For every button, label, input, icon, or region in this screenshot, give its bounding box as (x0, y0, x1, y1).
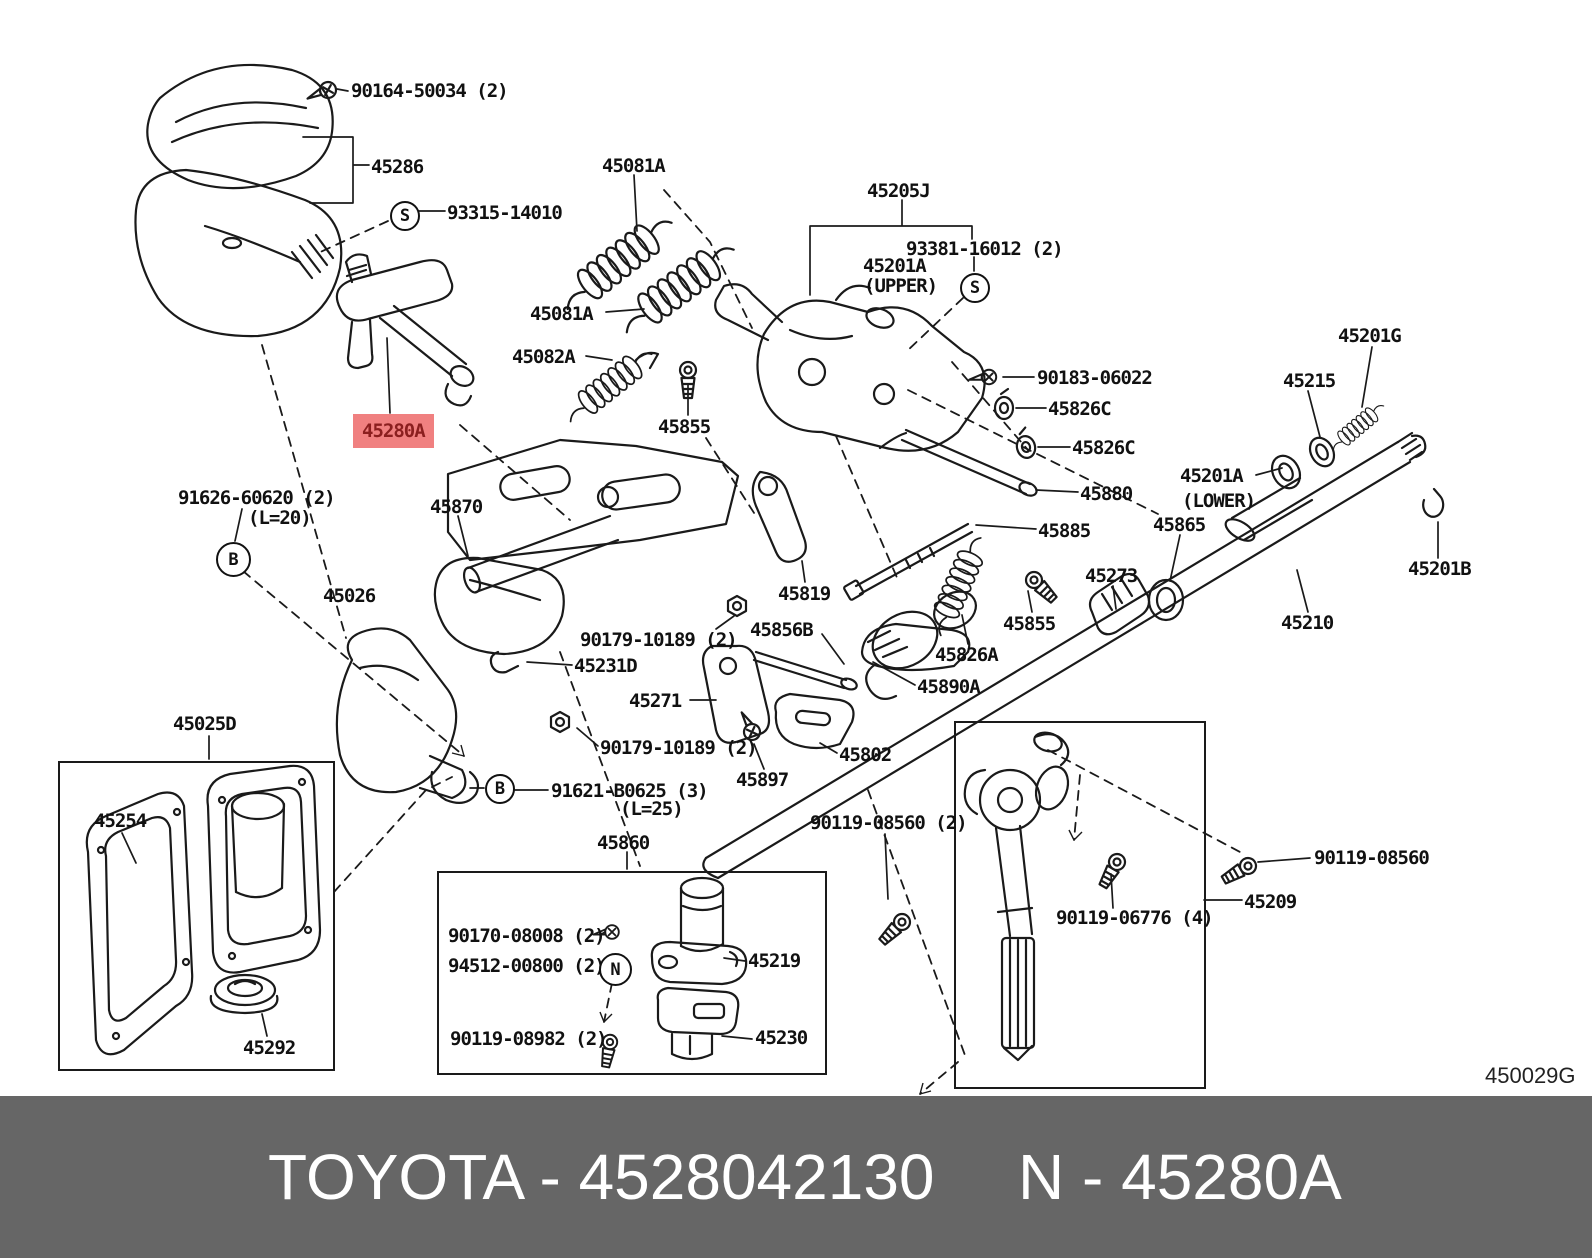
part-label-45230: 45230 (755, 1027, 808, 1049)
symbol-s-1: S (390, 201, 420, 231)
construction-lines (242, 189, 1241, 1095)
banner-ref-number: N - 45280A (1018, 1141, 1342, 1213)
subassembly-box-45860 (437, 871, 827, 1075)
part-label-45897: 45897 (736, 769, 789, 791)
part-label-93315-14010: 93315-14010 (447, 202, 563, 224)
part-label-45205j: 45205J (867, 180, 931, 202)
arrowheads (451, 744, 1083, 1095)
caption-banner: TOYOTA - 4528042130 N - 45280A (0, 1096, 1592, 1258)
subassembly-box-45209 (954, 721, 1206, 1089)
part-label-45856b: 45856B (750, 619, 814, 641)
shaft-small-parts-drawing (1088, 436, 1445, 636)
part-label-94512-00800: 94512-00800 (2) (448, 955, 606, 977)
part-label-90119-08560-2: 90119-08560 (2) (810, 812, 968, 834)
tension-springs-drawing (552, 206, 1390, 640)
lower-housing-drawing (335, 627, 480, 805)
part-label-45855-2: 45855 (1003, 613, 1056, 635)
column-assembly-drawing (433, 438, 740, 674)
part-label-45273: 45273 (1085, 565, 1138, 587)
part-label-45201b: 45201B (1408, 558, 1472, 580)
banner-part-number: TOYOTA - 4528042130 (268, 1141, 935, 1213)
part-label-90179-10189-2: 90179-10189 (2) (600, 737, 758, 759)
column-cover-drawing (134, 63, 343, 338)
part-label-45026: 45026 (323, 585, 376, 607)
part-label-45890a: 45890A (917, 676, 981, 698)
main-shaft-drawing (702, 431, 1427, 880)
part-label-lower-note: (LOWER) (1182, 490, 1256, 512)
leader-lines (121, 88, 1439, 1040)
part-label-90119-06776: 90119-06776 (4) (1056, 907, 1214, 929)
part-label-45819: 45819 (778, 583, 831, 605)
part-label-90164-50034: 90164-50034 (2) (351, 80, 509, 102)
part-label-45802: 45802 (839, 744, 892, 766)
part-label-91626-60620: 91626-60620 (2) (178, 487, 336, 509)
part-label-45271: 45271 (629, 690, 682, 712)
part-label-45201a-lower: 45201A (1180, 465, 1244, 487)
part-label-45082a: 45082A (512, 346, 576, 368)
subassembly-box-45025d (58, 761, 335, 1071)
part-label-90179-10189-1: 90179-10189 (2) (580, 629, 738, 651)
part-label-45215: 45215 (1283, 370, 1336, 392)
part-label-90119-08982: 90119-08982 (2) (450, 1028, 608, 1050)
part-label-45855-1: 45855 (658, 416, 711, 438)
part-label-45286: 45286 (371, 156, 424, 178)
tilt-lever-drawing (335, 253, 475, 407)
part-label-91621-b0625: 91621-B0625 (3) (551, 780, 709, 802)
symbol-s-1-letter: S (399, 206, 411, 226)
symbol-s-2: S (960, 273, 990, 303)
part-label-l25-note: (L=25) (620, 798, 684, 820)
part-label-45210: 45210 (1281, 612, 1334, 634)
part-label-93381-16012: 93381-16012 (2) (906, 238, 1064, 260)
part-label-90183-06022: 90183-06022 (1037, 367, 1153, 389)
part-label-45826c-2: 45826C (1072, 437, 1136, 459)
actuator-drawing (592, 876, 748, 1070)
symbol-b-1-letter: B (228, 549, 239, 570)
part-label-45280a-highlighted[interactable]: 45280A (353, 414, 434, 448)
part-label-45865: 45865 (1153, 514, 1206, 536)
drawing-code: 450029G (1485, 1063, 1576, 1088)
part-label-45201a-upper: 45201A (863, 255, 927, 277)
symbol-b-2-letter: B (494, 779, 506, 799)
part-label-45201g: 45201G (1338, 325, 1402, 347)
part-label-45880: 45880 (1080, 483, 1133, 505)
part-label-45209: 45209 (1244, 891, 1297, 913)
part-label-45860: 45860 (597, 832, 650, 854)
part-label-45254: 45254 (94, 810, 147, 832)
symbol-b-2: B (485, 774, 515, 804)
part-label-upper-note: (UPPER) (864, 275, 938, 297)
symbol-s-2-letter: S (969, 278, 981, 298)
part-label-90119-08560: 90119-08560 (1314, 847, 1430, 869)
upper-bracket-drawing (549, 283, 1061, 750)
part-label-45081a-top: 45081A (602, 155, 666, 177)
exploded-diagram (85, 63, 1445, 1095)
symbol-n-1: N (599, 953, 632, 986)
part-label-45826a: 45826A (935, 644, 999, 666)
part-label-l20-note: (L=20) (248, 507, 312, 529)
part-label-45219: 45219 (748, 950, 801, 972)
part-label-45292: 45292 (243, 1037, 296, 1059)
cover-gaskets-drawing (85, 79, 339, 1056)
part-label-45081a-lower: 45081A (530, 303, 594, 325)
part-label-45885: 45885 (1038, 520, 1091, 542)
part-label-45826c-1: 45826C (1048, 398, 1112, 420)
intermediate-shaft-drawing (875, 731, 1261, 1062)
part-label-45025d: 45025D (173, 713, 237, 735)
part-label-45870: 45870 (430, 496, 483, 518)
symbol-b-1: B (216, 542, 251, 577)
symbol-n-1-letter: N (610, 959, 621, 980)
part-label-45231d: 45231D (574, 655, 638, 677)
part-label-90170-08008: 90170-08008 (2) (448, 925, 606, 947)
